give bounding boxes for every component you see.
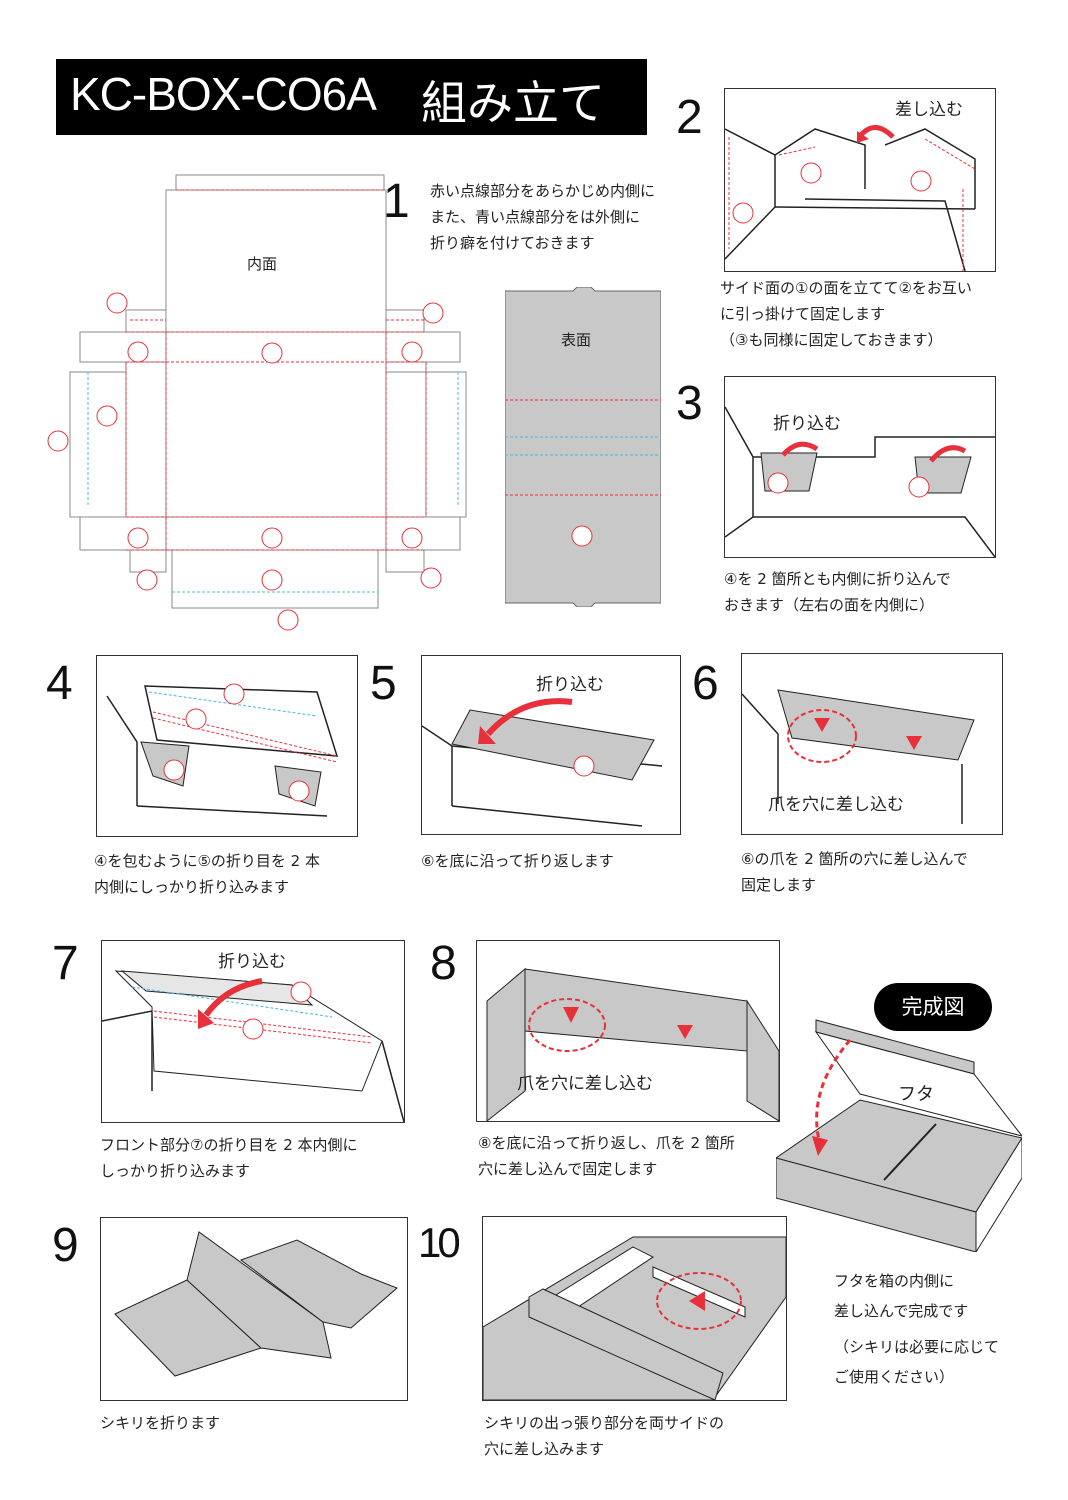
caption-line: ④を 2 箇所とも内側に折り込んで — [724, 570, 951, 588]
step-2-caption: サイド面の①の面を立てて②をお互い に引っ掛けて固定します （③も同様に固定して… — [720, 275, 972, 353]
caption-line: 穴に差し込みます — [484, 1440, 605, 1458]
step-8-label: 爪を穴に差し込む — [517, 1074, 653, 1094]
caption-line: おきます（左右の面を内側に） — [724, 596, 935, 614]
step-3-illustration: 折り込む — [724, 376, 996, 558]
completed-badge: 完成図 — [874, 983, 992, 1031]
caption-line: 内側にしっかり折り込みます — [94, 878, 290, 896]
caption-line: シキリの出っ張り部分を両サイドの — [484, 1414, 725, 1432]
step-9-caption: シキリを折ります — [100, 1410, 220, 1436]
page-title: 組み立て方 — [421, 76, 605, 196]
caption-line: フロント部分⑦の折り目を 2 本内側に — [100, 1136, 358, 1154]
step-10-caption: シキリの出っ張り部分を両サイドの 穴に差し込みます — [484, 1410, 724, 1462]
step-5-caption: ⑥を底に沿って折り返します — [421, 848, 614, 874]
step-10-number: 10 — [418, 1219, 461, 1266]
caption-line: （シキリは必要に応じて — [834, 1338, 1000, 1356]
caption-line: ④を包むように⑤の折り目を 2 本 — [94, 852, 320, 870]
caption-line: 穴に差し込んで固定します — [478, 1160, 658, 1178]
step-7-label: 折り込む — [218, 952, 286, 972]
step-5-number: 5 — [370, 657, 397, 710]
step-10-illustration — [482, 1216, 787, 1401]
completed-box-illustration: フタ — [776, 1019, 1022, 1252]
caption-line: また、青い点線部分をは外側に — [430, 208, 641, 226]
step-3-caption: ④を 2 箇所とも内側に折り込んで おきます（左右の面を内側に） — [724, 566, 951, 618]
step-2-number: 2 — [676, 91, 703, 144]
caption-line: 固定します — [741, 876, 817, 894]
lid-label: フタ — [898, 1084, 934, 1105]
step-6-label: 爪を穴に差し込む — [768, 795, 904, 815]
step-8-caption: ⑧を底に沿って折り返し、爪を 2 箇所 穴に差し込んで固定します — [478, 1130, 735, 1182]
step-8-number: 8 — [430, 937, 457, 990]
caption-line: ⑥を底に沿って折り返します — [421, 852, 614, 870]
step-5-illustration: 折り込む — [421, 655, 681, 835]
step-1-number: 1 — [383, 175, 410, 228]
caption-line: ご使用ください） — [834, 1368, 955, 1386]
step-9-illustration — [100, 1217, 408, 1401]
caption-line: シキリを折ります — [100, 1414, 221, 1432]
step-7-caption: フロント部分⑦の折り目を 2 本内側に しっかり折り込みます — [100, 1132, 358, 1184]
step-1-dieline-diagram: 内面 — [47, 174, 467, 631]
caption-line: 差し込んで完成です — [834, 1302, 969, 1320]
step-2-label: 差し込む — [895, 100, 963, 120]
step-3-number: 3 — [676, 377, 703, 430]
caption-line: （③も同様に固定しておきます） — [720, 331, 943, 349]
step-1-caption: 赤い点線部分をあらかじめ内側に また、青い点線部分をは外側に 折り癖を付けておき… — [430, 178, 655, 256]
step-9-number: 9 — [52, 1219, 79, 1272]
title-bar: KC-BOX-CO6A 組み立て方 — [56, 59, 647, 196]
caption-line: フタを箱の内側に — [834, 1272, 955, 1290]
step-4-illustration — [96, 655, 358, 837]
caption-line: ⑥の爪を 2 箇所の穴に差し込んで — [741, 850, 968, 868]
caption-line: サイド面の①の面を立てて②をお互い — [720, 279, 972, 297]
step-6-number: 6 — [692, 657, 719, 710]
caption-line: しっかり折り込みます — [100, 1162, 251, 1180]
step-2-illustration: 差し込む — [724, 88, 996, 272]
step-7-illustration: 折り込む — [101, 940, 405, 1123]
step-5-label: 折り込む — [536, 675, 604, 695]
step-3-label: 折り込む — [773, 414, 841, 434]
step-1-divider-blank: 表面 — [505, 287, 661, 607]
caption-line: 折り癖を付けておきます — [430, 234, 595, 252]
step-8-illustration: 爪を穴に差し込む — [476, 940, 780, 1122]
step-6-caption: ⑥の爪を 2 箇所の穴に差し込んで 固定します — [741, 846, 968, 898]
step-6-illustration: 爪を穴に差し込む — [741, 653, 1003, 835]
completed-caption: フタを箱の内側に 差し込んで完成です （シキリは必要に応じて ご使用ください） — [834, 1266, 999, 1392]
caption-line: 赤い点線部分をあらかじめ内側に — [430, 182, 656, 200]
caption-line: に引っ掛けて固定します — [720, 305, 886, 323]
step-4-caption: ④を包むように⑤の折り目を 2 本 内側にしっかり折り込みます — [94, 848, 320, 900]
caption-line: ⑧を底に沿って折り返し、爪を 2 箇所 — [478, 1134, 735, 1152]
step-7-number: 7 — [52, 937, 79, 990]
model-number: KC-BOX-CO6A — [70, 68, 377, 120]
step-4-number: 4 — [46, 657, 73, 710]
inner-face-label: 内面 — [247, 255, 277, 273]
outer-face-label: 表面 — [561, 331, 591, 349]
